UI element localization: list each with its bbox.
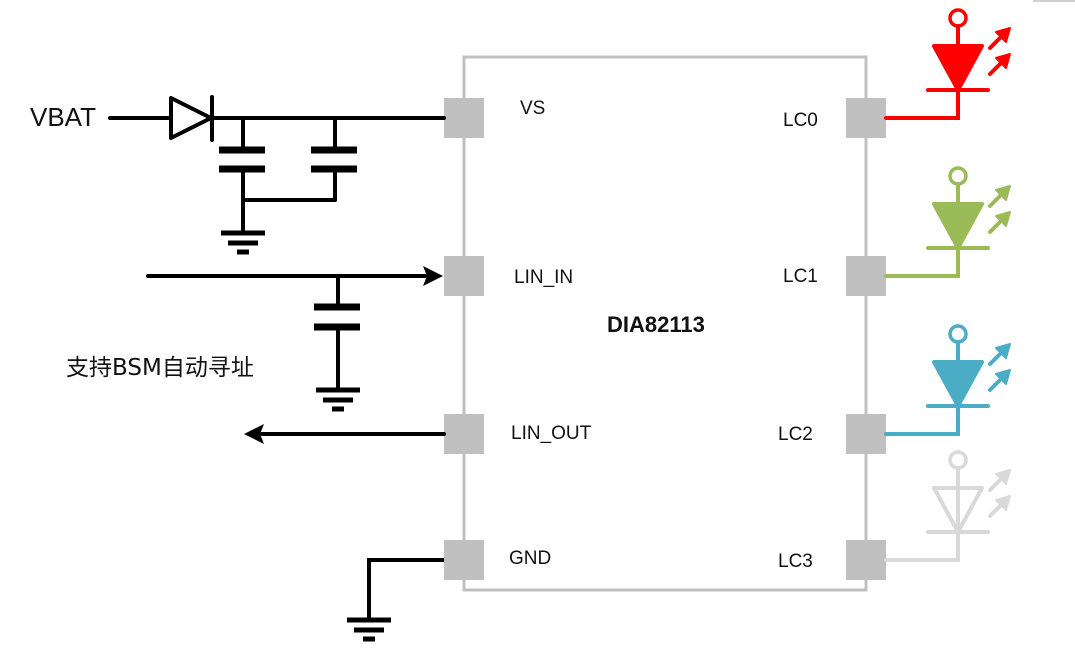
- bsm-note: 支持BSM自动寻址: [66, 355, 254, 381]
- pin-label-gnd: GND: [509, 548, 552, 569]
- light-emission-arrow-icon: [988, 343, 1011, 366]
- pin-label-lin-out: LIN_OUT: [511, 423, 592, 444]
- pin-lin-out: [444, 414, 484, 454]
- pin-lc2: [846, 414, 886, 454]
- pin-lc0: [846, 98, 886, 138]
- led-icon: [932, 202, 984, 250]
- led-icon: [932, 44, 984, 92]
- light-emission-arrow-icon: [988, 495, 1011, 518]
- vbat-network: [108, 95, 446, 255]
- arrow-left-icon: [244, 424, 264, 444]
- light-emission-arrow-icon: [988, 53, 1011, 76]
- ground-icon: [221, 230, 265, 255]
- pin-gnd: [444, 540, 484, 580]
- anode-terminal-icon: [948, 450, 968, 470]
- led-lc1: [884, 166, 1011, 278]
- led-lc0: [884, 8, 1011, 120]
- pin-label-lin-in: LIN_IN: [514, 267, 574, 288]
- pin-label-lc3: LC3: [778, 551, 813, 572]
- diode-icon: [169, 96, 213, 140]
- pin-lc3: [846, 540, 886, 580]
- pin-label-lc0: LC0: [783, 110, 818, 131]
- led-lc3: [884, 450, 1011, 562]
- vbat-label: VBAT: [30, 102, 96, 132]
- pin-lc1: [846, 256, 886, 296]
- pin-label-vs: VS: [520, 98, 546, 119]
- pin-label-lc1: LC1: [783, 266, 818, 287]
- light-emission-arrow-icon: [988, 27, 1011, 50]
- lin-in-network: [146, 266, 443, 412]
- anode-terminal-icon: [948, 166, 968, 186]
- anode-terminal-icon: [948, 8, 968, 28]
- pin-label-lc2: LC2: [778, 424, 813, 445]
- led-icon: [932, 360, 984, 408]
- light-emission-arrow-icon: [988, 369, 1011, 392]
- arrow-right-icon: [423, 266, 443, 286]
- pin-lin-in: [444, 256, 484, 296]
- gnd-network: [347, 558, 444, 642]
- pin-vs: [444, 98, 484, 138]
- ground-icon: [316, 387, 360, 412]
- ic-body: [462, 55, 868, 592]
- led-lc2: [884, 324, 1011, 436]
- lin-out-network: [244, 424, 446, 444]
- light-emission-arrow-icon: [988, 185, 1011, 208]
- light-emission-arrow-icon: [988, 211, 1011, 234]
- anode-terminal-icon: [948, 324, 968, 344]
- ground-icon: [347, 617, 391, 642]
- chip-name: DIA82113: [607, 312, 705, 337]
- light-emission-arrow-icon: [988, 469, 1011, 492]
